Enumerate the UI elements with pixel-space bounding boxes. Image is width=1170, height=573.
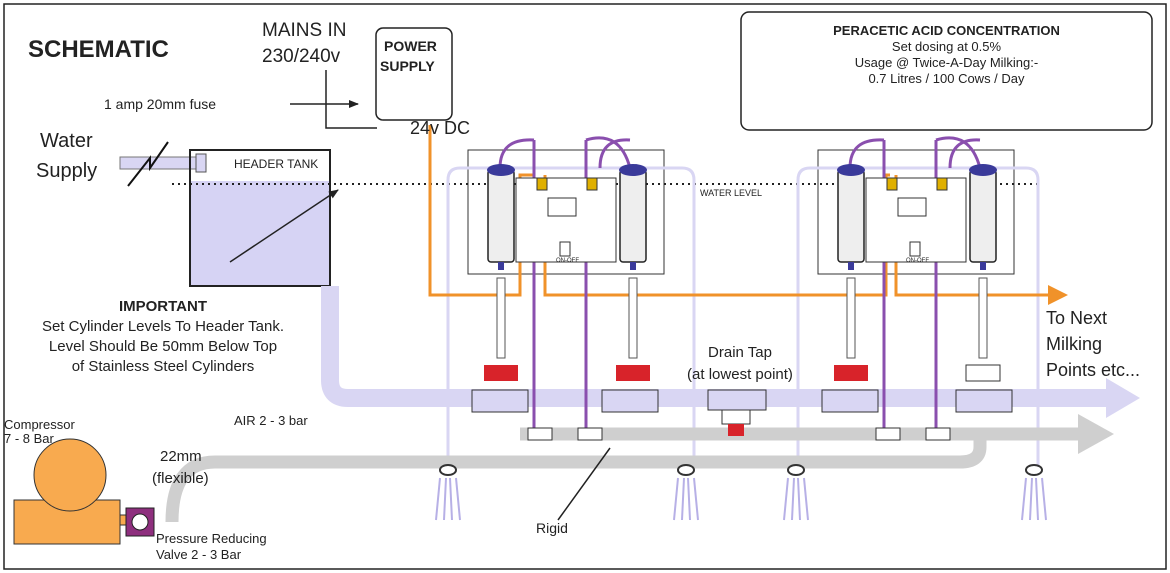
pipe-type-label: (flexible) (152, 470, 209, 487)
dosing-station-2 (821, 136, 1013, 441)
dc-voltage-label: 24v DC (410, 118, 471, 138)
valve-label-1: Pressure Reducing (156, 531, 267, 546)
header-tank-label: HEADER TANK (234, 157, 319, 171)
water-level-label: WATER LEVEL (700, 188, 763, 198)
info-box-line-2: Usage @ Twice-A-Day Milking:- (854, 55, 1039, 70)
air-pressure-label: AIR 2 - 3 bar (234, 413, 308, 428)
compressor-label: Compressor (4, 417, 75, 432)
drain-tap-label: Drain Tap (708, 344, 772, 361)
station-loop-lines (446, 166, 1040, 465)
compressor-pressure-label: 7 - 8 Bar (4, 431, 54, 446)
info-box-line-1: Set dosing at 0.5% (891, 39, 1002, 54)
dosing-station-1 (471, 136, 659, 441)
air-pipe (165, 414, 1114, 523)
water-supply-label-2: Supply (36, 160, 98, 182)
fuse-label: 1 amp 20mm fuse (104, 96, 217, 112)
pipe-size-label: 22mm (160, 448, 202, 465)
water-distribution-pipe (321, 286, 1140, 418)
power-supply-box (375, 27, 453, 121)
next-points-label-1: To Next (1046, 308, 1108, 328)
info-box (740, 11, 1153, 131)
water-supply-label-1: Water (40, 130, 93, 152)
station-1-switch-label: ON-OFF (556, 258, 579, 264)
important-line-1: Set Cylinder Levels To Header Tank. (41, 318, 285, 335)
important-line-2: Level Should Be 50mm Below Top (48, 338, 278, 355)
diagram-title: SCHEMATIC (28, 36, 169, 63)
tank-water (190, 181, 330, 286)
power-supply-label-1: POWER (384, 38, 437, 54)
mains-voltage-label: 230/240v (262, 46, 341, 67)
valve-label-2: Valve 2 - 3 Bar (156, 547, 242, 562)
important-line-3: of Stainless Steel Cylinders (71, 358, 255, 375)
info-box-line-3: 0.7 Litres / 100 Cows / Day (868, 71, 1025, 86)
power-supply-label-2: SUPPLY (380, 58, 435, 74)
pressure-reducing-valve (125, 507, 155, 537)
pipe-break-mark (127, 141, 169, 187)
rigid-pointer (557, 447, 611, 521)
rigid-label: Rigid (536, 520, 568, 536)
water-supply-pipe (119, 156, 199, 170)
station-2-switch-label: ON-OFF (906, 258, 929, 264)
header-tank (189, 149, 331, 287)
next-points-label-2: Milking (1046, 334, 1103, 354)
milking-claws (435, 464, 1047, 521)
drain-tap (707, 389, 767, 436)
drain-tap-note: (at lowest point) (687, 366, 793, 383)
mains-wiring (229, 70, 377, 263)
mains-in-label: MAINS IN (262, 20, 347, 41)
compressor (13, 438, 129, 545)
float-valve (195, 153, 207, 173)
info-box-title: PERACETIC ACID CONCENTRATION (833, 23, 1060, 38)
next-points-label-3: Points etc... (1046, 360, 1141, 380)
important-heading: IMPORTANT (118, 298, 208, 315)
